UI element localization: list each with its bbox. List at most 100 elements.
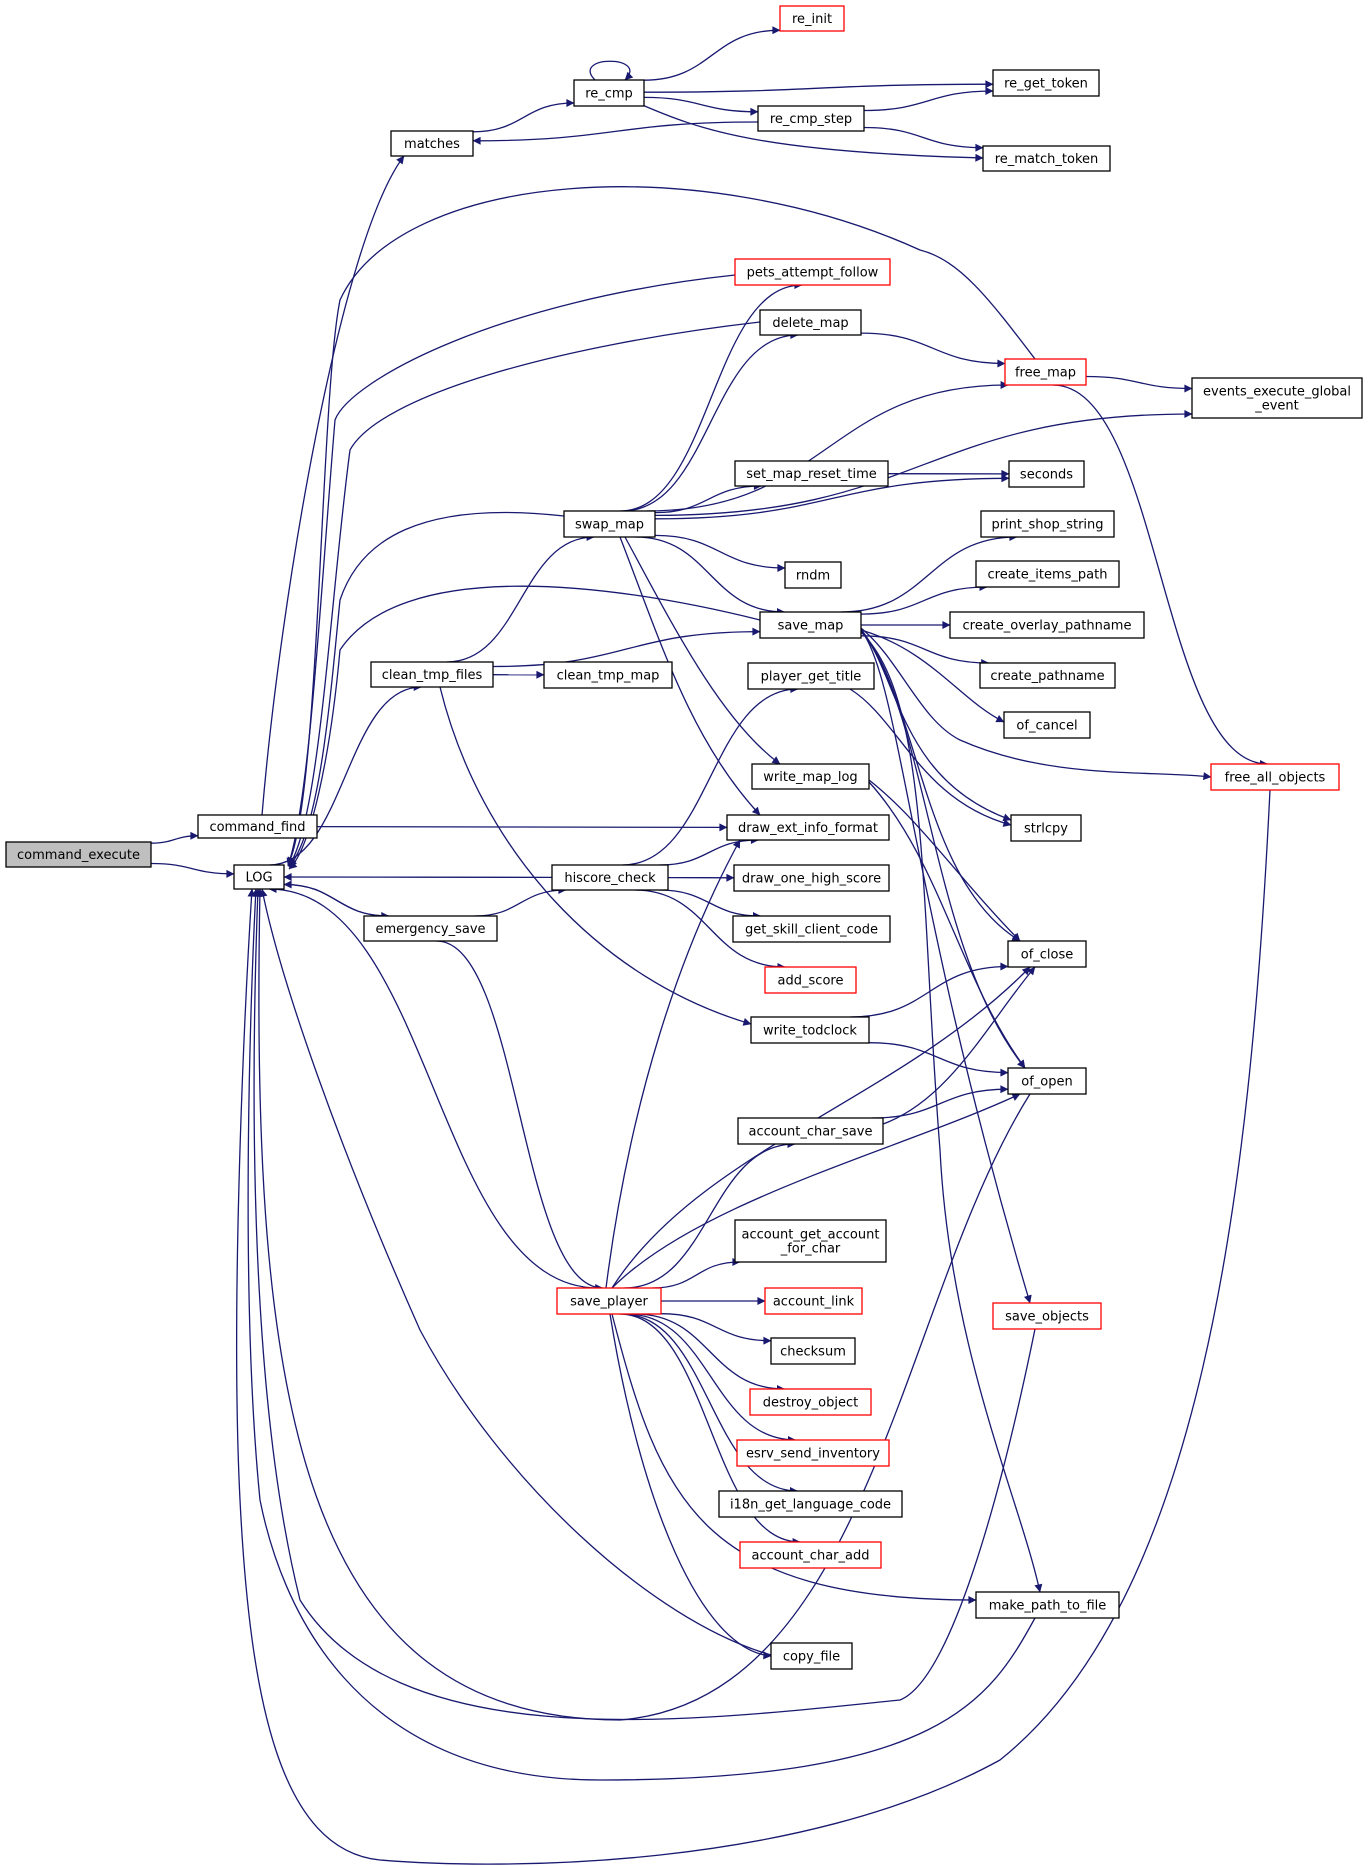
- node-set-map-reset-time[interactable]: set_map_reset_time: [734, 460, 889, 487]
- node-box: [1210, 763, 1340, 791]
- node-box: [1008, 460, 1085, 488]
- node-command-execute[interactable]: command_execute: [5, 841, 152, 868]
- node-box: [1010, 814, 1082, 842]
- node-label: player_get_title: [761, 670, 862, 685]
- node-seconds[interactable]: seconds: [1008, 460, 1085, 488]
- node-re-get-token[interactable]: re_get_token: [992, 69, 1100, 97]
- node-player-get-title[interactable]: player_get_title: [747, 662, 875, 690]
- node-create-pathname[interactable]: create_pathname: [979, 662, 1116, 689]
- node-box: [556, 1287, 662, 1315]
- node-print-shop-string[interactable]: print_shop_string: [980, 510, 1115, 538]
- node-box: [770, 1337, 856, 1365]
- node-box: [992, 69, 1100, 97]
- node-create-overlay-pathname[interactable]: create_overlay_pathname: [949, 611, 1145, 639]
- node-of-open[interactable]: of_open: [1007, 1067, 1087, 1095]
- edge-swap_map-to-set_map_reset_time: [654, 482, 762, 514]
- edge-save_map-to-free_all_objects: [860, 627, 1212, 781]
- edge-save_map-to-of_cancel: [860, 629, 1005, 723]
- edge-save_player-to-of_open: [611, 1093, 1021, 1289]
- node-clean-tmp-files[interactable]: clean_tmp_files: [370, 661, 494, 688]
- node-box: [759, 611, 862, 639]
- node-save-player[interactable]: save_player: [556, 1287, 662, 1315]
- node-account-char-add[interactable]: account_char_add: [739, 1541, 882, 1569]
- node-label: add_score: [778, 974, 844, 989]
- node-label: hiscore_check: [564, 871, 656, 886]
- node-free-map[interactable]: free_map: [1004, 358, 1087, 386]
- node-make-path-to-file[interactable]: make_path_to_file: [975, 1591, 1120, 1619]
- node-checksum[interactable]: checksum: [770, 1337, 856, 1365]
- node-label: delete_map: [772, 316, 848, 331]
- node-label: pets_attempt_follow: [747, 266, 879, 281]
- node-pets-attempt-follow[interactable]: pets_attempt_follow: [734, 258, 891, 286]
- edge-command_execute-to-command_find: [150, 831, 199, 844]
- edge-swap_map-to-pets_attempt_follow: [619, 281, 803, 512]
- edge-command_find-to-draw_ext_info_format: [316, 823, 728, 832]
- node-of-cancel[interactable]: of_cancel: [1003, 711, 1091, 739]
- edge-save_player-to-esrv_send_inventory: [626, 1313, 796, 1444]
- node-label: rndm: [796, 569, 830, 584]
- node-box: [770, 1642, 853, 1670]
- node-account-link[interactable]: account_link: [764, 1287, 863, 1315]
- node-re-match-token[interactable]: re_match_token: [982, 145, 1111, 172]
- node-write-todclock[interactable]: write_todclock: [750, 1016, 870, 1044]
- node-strlcpy[interactable]: strlcpy: [1010, 814, 1082, 842]
- node-LOG[interactable]: LOG: [233, 864, 285, 890]
- node-label: LOG: [245, 871, 272, 886]
- node-box: [732, 915, 891, 943]
- node-create-items-path[interactable]: create_items_path: [975, 560, 1120, 588]
- node-events-execute-global-event[interactable]: events_execute_global_event: [1191, 377, 1363, 419]
- edge-swap_map-to-free_map: [646, 381, 1009, 512]
- node-account-get-account-for-char[interactable]: account_get_account_for_char: [734, 1219, 887, 1263]
- node-of-close[interactable]: of_close: [1007, 940, 1087, 968]
- node-hiscore-check[interactable]: hiscore_check: [551, 864, 669, 891]
- node-clean-tmp-map[interactable]: clean_tmp_map: [543, 661, 673, 689]
- node-copy-file[interactable]: copy_file: [770, 1642, 853, 1670]
- node-get-skill-client-code[interactable]: get_skill_client_code: [732, 915, 891, 943]
- edge-write_todclock-to-of_close: [850, 962, 1009, 1018]
- edge-delete_map-to-free_map: [860, 332, 1006, 368]
- node-re-init[interactable]: re_init: [779, 5, 845, 32]
- node-box: [737, 1117, 884, 1145]
- node-box: [975, 560, 1120, 588]
- edge-swap_map-to-seconds: [654, 474, 1010, 520]
- node-emergency-save[interactable]: emergency_save: [363, 915, 498, 942]
- node-box: [739, 1541, 882, 1569]
- node-re-cmp-step[interactable]: re_cmp_step: [757, 105, 865, 132]
- edge-clean_tmp_files-to-swap_map: [446, 533, 595, 663]
- node-save-objects[interactable]: save_objects: [992, 1302, 1102, 1330]
- node-re-cmp[interactable]: re_cmp: [573, 79, 645, 107]
- node-label: emergency_save: [375, 922, 485, 937]
- edge-re_cmp-to-re_match_token: [639, 103, 984, 162]
- node-draw-ext-info-format[interactable]: draw_ext_info_format: [726, 814, 890, 841]
- edge-swap_map-to-LOG: [288, 511, 565, 868]
- node-label: clean_tmp_files: [382, 668, 483, 683]
- node-free-all-objects[interactable]: free_all_objects: [1210, 763, 1340, 791]
- edge-account_char_save-to-of_close: [882, 966, 1036, 1125]
- edge-write_map_log-to-of_close: [868, 779, 1021, 942]
- node-destroy-object[interactable]: destroy_object: [749, 1388, 872, 1416]
- node-save-map[interactable]: save_map: [759, 611, 862, 639]
- node-esrv-send-inventory[interactable]: esrv_send_inventory: [736, 1439, 890, 1467]
- node-i18n-get-language-code[interactable]: i18n_get_language_code: [718, 1490, 903, 1518]
- node-label: _for_char: [780, 1242, 841, 1257]
- node-delete-map[interactable]: delete_map: [759, 309, 862, 336]
- node-box: [5, 841, 152, 868]
- node-account-char-save[interactable]: account_char_save: [737, 1117, 884, 1145]
- node-label: clean_tmp_map: [557, 669, 660, 684]
- node-label: _event: [1254, 399, 1299, 414]
- edge-swap_map-to-save_map: [635, 536, 785, 616]
- node-swap-map[interactable]: swap_map: [563, 510, 656, 538]
- node-box: [543, 661, 673, 689]
- edge-re_cmp_step-to-re_match_token: [863, 126, 984, 152]
- node-draw-one-high-score[interactable]: draw_one_high_score: [733, 864, 890, 892]
- node-matches[interactable]: matches: [390, 130, 474, 157]
- node-command-find[interactable]: command_find: [197, 814, 318, 839]
- node-rndm[interactable]: rndm: [784, 561, 842, 589]
- node-box: [370, 661, 494, 688]
- node-add-score[interactable]: add_score: [764, 966, 857, 994]
- node-label: create_overlay_pathname: [963, 619, 1132, 634]
- edge-save_map-to-print_shop_string: [840, 533, 1018, 613]
- node-write-map-log[interactable]: write_map_log: [751, 763, 870, 790]
